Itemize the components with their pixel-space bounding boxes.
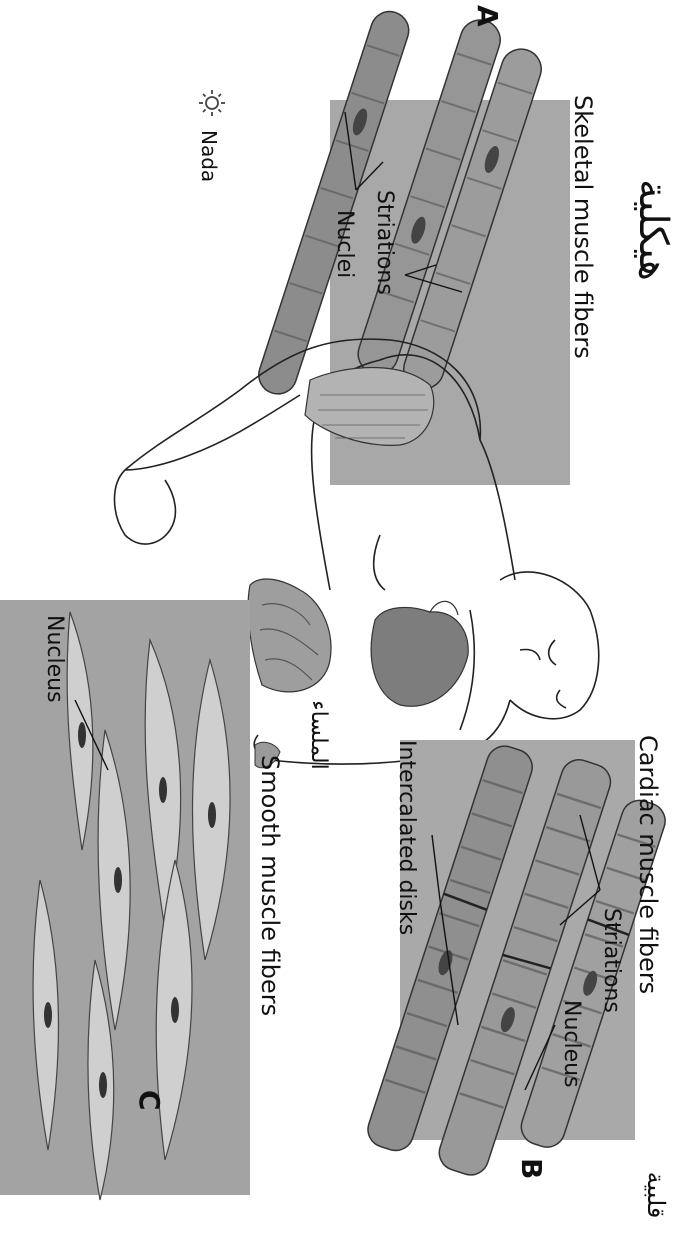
- panel-letter-a: A: [471, 5, 504, 27]
- smooth-arabic-note: الملساء: [306, 700, 331, 770]
- sun-icon: [199, 90, 225, 116]
- watermark: Nada: [197, 90, 225, 182]
- smooth-nucleus-label: Nucleus: [42, 615, 67, 703]
- heart-illustration: [371, 601, 468, 706]
- smooth-nucleus: [171, 997, 179, 1023]
- smooth-nucleus: [208, 802, 216, 828]
- cardiac-nucleus-label: Nucleus: [559, 1000, 584, 1088]
- skeletal-striations-label: Striations: [372, 190, 397, 295]
- skeletal-title: Skeletal muscle fibers: [569, 95, 597, 359]
- cardiac-striations-label: Striations: [599, 908, 624, 1013]
- smooth-nucleus: [114, 867, 122, 893]
- smooth-nucleus: [159, 777, 167, 803]
- smooth-title: Smooth muscle fibers: [256, 755, 284, 1016]
- smooth-nucleus: [99, 1072, 107, 1098]
- panel-letter-b: B: [515, 1158, 548, 1179]
- intestine-illustration: [248, 579, 331, 692]
- cardiac-intercalated-label: Intercalated disks: [394, 740, 419, 935]
- smooth-nucleus: [44, 1002, 52, 1028]
- cardiac-arabic-note: قلبية: [642, 1172, 670, 1219]
- upper-arm-muscle: [305, 368, 434, 446]
- panel-letter-c: C: [133, 1090, 166, 1111]
- watermark-text: Nada: [197, 130, 221, 182]
- smooth-nucleus: [78, 722, 86, 748]
- cardiac-title: Cardiac muscle fibers: [634, 735, 662, 994]
- skeletal-arabic-note: هيكلية: [630, 179, 675, 281]
- skeletal-nuclei-label: Nuclei: [332, 210, 357, 278]
